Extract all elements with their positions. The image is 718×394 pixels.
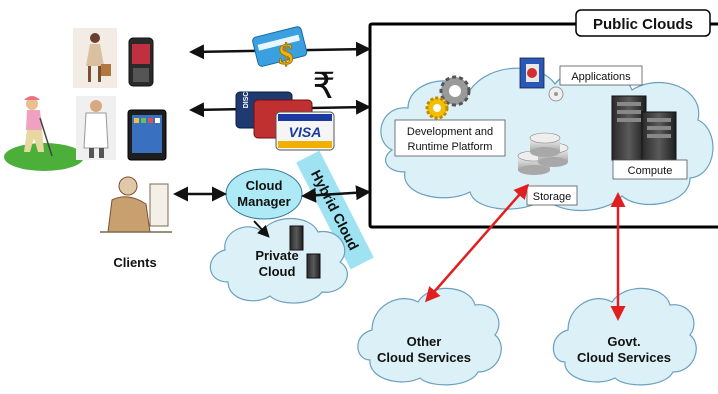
storage-label-box: Storage [526,185,578,206]
cloud-manager-label-line2: Manager [237,194,290,209]
private-cloud-server-icon [289,225,321,279]
private-cloud-shape [209,218,348,304]
compute-servers-icon [611,95,677,169]
cloud-manager-node: Cloud Manager [225,168,303,220]
businesswoman-icon [73,28,117,88]
mobile-phone-icon [128,37,154,87]
other-cloud-services-shape [357,287,502,386]
storage-label: Storage [533,191,572,203]
compute-label-box: Compute [612,159,688,180]
storage-disks-icon [517,132,569,175]
golfer-icon [4,96,84,171]
visa-label: VISA [289,124,322,140]
applications-label-box: Applications [559,65,643,86]
compute-label: Compute [628,165,673,177]
cloud-manager-to-private-cloud-arrow [253,220,270,238]
office-worker-icon [100,176,172,233]
dev-runtime-label-line1: Development and [407,126,493,138]
applications-icon [519,57,564,102]
storage-to-other-cloud-arrow [425,183,529,303]
dollar-sign-icon: $ [279,38,294,71]
doctor-icon [76,96,116,160]
govt-cloud-label-line2: Cloud Services [577,350,671,365]
private-cloud-label-line1: Private [255,248,298,263]
tablet-icon [127,109,167,161]
credit-cards-icon: DISCOVER VISA [235,72,335,151]
public-clouds-title-box: Public Clouds [575,9,711,37]
govt-cloud-services-shape [552,287,697,386]
dev-runtime-label-box: Development and Runtime Platform [394,119,506,157]
public-clouds-title: Public Clouds [593,16,693,33]
clients-label: Clients [113,255,156,270]
other-cloud-label-line2: Cloud Services [377,350,471,365]
govt-cloud-label-line1: Govt. [607,334,640,349]
gears-icon [425,75,471,120]
cloud-manager-to-public-cloud-arrow [301,185,371,203]
cloud-manager-label-line1: Cloud [246,178,283,193]
rupee-symbol-icon: ₹ [313,66,336,107]
dev-runtime-label-line2: Runtime Platform [408,141,493,153]
applications-label: Applications [571,71,631,83]
other-cloud-label-line1: Other [407,334,442,349]
public-clouds-panel: Public Clouds [368,9,718,229]
dollar-card-icon [252,26,308,67]
private-cloud-label-line2: Cloud [259,264,296,279]
discover-label: DISCOVER [243,72,250,109]
